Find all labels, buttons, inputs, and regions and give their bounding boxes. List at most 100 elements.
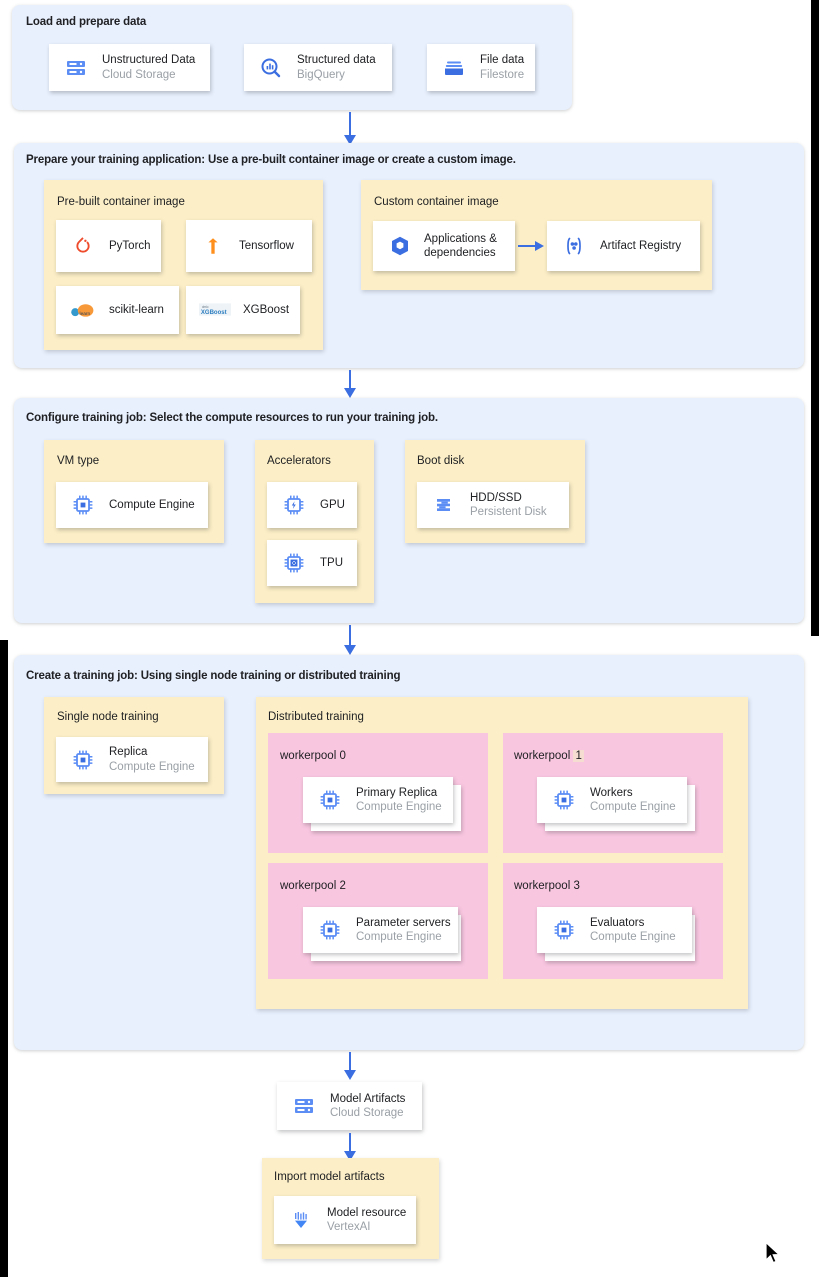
card-artifact-registry[interactable]: Artifact Registry (547, 221, 700, 271)
card-title: TPU (320, 556, 343, 569)
cpu-chip-icon (315, 785, 345, 815)
cloud-storage-icon (61, 53, 91, 83)
card-primary-replica[interactable]: Primary Replica Compute Engine (303, 777, 453, 823)
card-parameter-servers[interactable]: Parameter servers Compute Engine (303, 907, 458, 953)
card-file-data[interactable]: File data Filestore (427, 44, 535, 91)
gpu-chip-icon (279, 490, 309, 520)
card-title: Primary Replica (356, 786, 438, 799)
container-box-icon (385, 231, 415, 261)
cpu-chip-icon (68, 490, 98, 520)
card-subtitle: Persistent Disk (470, 506, 547, 518)
card-applications-and-dependencies[interactable]: Applications & dependencies (373, 221, 515, 271)
stage-configure-title: Configure training job: Select the compu… (26, 412, 438, 424)
card-xgboost[interactable]: dmlc XGBoost XGBoost (186, 286, 300, 334)
card-title: Workers (590, 786, 633, 799)
card-subtitle: Compute Engine (590, 801, 676, 813)
card-model-resource[interactable]: Model resource VertexAI (274, 1196, 416, 1244)
card-replica[interactable]: Replica Compute Engine (56, 737, 208, 782)
card-subtitle: Compute Engine (590, 931, 676, 943)
card-evaluators[interactable]: Evaluators Compute Engine (537, 907, 692, 953)
card-title: scikit-learn (109, 303, 164, 316)
artifact-registry-icon (559, 231, 589, 261)
group-pre-built-title: Pre-built container image (57, 196, 185, 208)
pytorch-icon (68, 231, 98, 261)
svg-text:XGBoost: XGBoost (201, 310, 227, 316)
svg-text:learn: learn (80, 311, 91, 317)
card-tensorflow[interactable]: Tensorflow (186, 220, 312, 272)
stage-load-title: Load and prepare data (26, 16, 147, 28)
card-tpu[interactable]: TPU (267, 540, 357, 586)
tpu-chip-icon (279, 548, 309, 578)
arrow-create-to-model-artifacts (343, 1052, 357, 1080)
card-subtitle: Compute Engine (356, 931, 442, 943)
group-accelerators-title: Accelerators (267, 455, 331, 467)
card-subtitle: VertexAI (327, 1221, 371, 1233)
card-title: GPU (320, 498, 345, 511)
card-title: Applications & dependencies (424, 232, 497, 259)
card-subtitle: Cloud Storage (330, 1107, 404, 1119)
card-compute-engine-vm[interactable]: Compute Engine (56, 482, 208, 528)
card-title: XGBoost (243, 303, 290, 316)
filestore-icon (439, 53, 469, 83)
vertex-ai-icon (286, 1205, 316, 1235)
card-title: Model Artifacts (330, 1092, 406, 1105)
pool-workerpool-2-label: workerpool 2 (280, 880, 346, 892)
group-vm-type-title: VM type (57, 455, 100, 467)
tensorflow-icon (198, 231, 228, 261)
pool-workerpool-1-label: workerpool 1 (514, 750, 584, 762)
card-unstructured-data[interactable]: Unstructured Data Cloud Storage (49, 44, 210, 91)
cpu-chip-icon (68, 745, 98, 775)
card-title: File data (480, 54, 525, 67)
card-subtitle: Compute Engine (356, 801, 442, 813)
card-title: Replica (109, 746, 148, 759)
card-pytorch[interactable]: PyTorch (56, 220, 161, 272)
svg-text:dmlc: dmlc (202, 305, 209, 309)
cpu-chip-icon (549, 785, 579, 815)
card-model-artifacts[interactable]: Model Artifacts Cloud Storage (277, 1082, 422, 1130)
cpu-chip-icon (315, 915, 345, 945)
left-edge-strip (0, 640, 8, 1277)
stage-prepare-title: Prepare your training application: Use a… (26, 154, 516, 166)
pool-index: 0 (339, 750, 346, 762)
group-distributed-title: Distributed training (268, 711, 364, 723)
card-subtitle: Compute Engine (109, 760, 195, 773)
card-title: Evaluators (590, 916, 645, 929)
pool-prefix: workerpool (280, 750, 337, 762)
mouse-cursor (764, 1241, 782, 1267)
arrow-prepare-to-configure (343, 370, 357, 398)
group-boot-disk-title: Boot disk (417, 455, 465, 467)
card-scikit-learn[interactable]: learn scikit-learn (56, 286, 179, 334)
right-edge-strip (811, 0, 819, 636)
pool-prefix: workerpool (280, 880, 337, 892)
card-subtitle: Filestore (480, 68, 525, 81)
pool-index: 1 (573, 750, 584, 762)
card-persistent-disk[interactable]: HDD/SSD Persistent Disk (417, 482, 569, 528)
group-custom-title: Custom container image (374, 196, 499, 208)
card-title: Unstructured Data (102, 54, 196, 67)
card-title: Parameter servers (356, 916, 451, 929)
arrow-apps-to-artifact-registry (518, 236, 544, 256)
stage-create-title: Create a training job: Using single node… (26, 670, 401, 682)
group-import-title: Import model artifacts (274, 1171, 385, 1183)
card-title: Artifact Registry (600, 239, 682, 252)
arrow-load-to-prepare (343, 112, 357, 145)
pool-prefix: workerpool (514, 750, 571, 762)
card-title: PyTorch (109, 239, 151, 252)
card-workers[interactable]: Workers Compute Engine (537, 777, 687, 823)
arrow-artifacts-to-import (343, 1133, 357, 1161)
persistent-disk-icon (429, 490, 459, 520)
card-title: Model resource (327, 1206, 407, 1219)
pool-index: 2 (339, 880, 346, 892)
pool-index: 3 (573, 880, 580, 892)
xgboost-icon: dmlc XGBoost (198, 295, 232, 325)
card-gpu[interactable]: GPU (267, 482, 357, 528)
cpu-chip-icon (549, 915, 579, 945)
arrow-configure-to-create (343, 625, 357, 655)
cloud-storage-icon (289, 1091, 319, 1121)
group-single-node-title: Single node training (57, 711, 159, 723)
pool-workerpool-0-label: workerpool 0 (280, 750, 346, 762)
card-structured-data[interactable]: Structured data BigQuery (244, 44, 392, 91)
card-title: HDD/SSD (470, 491, 522, 504)
card-subtitle: BigQuery (297, 68, 345, 81)
